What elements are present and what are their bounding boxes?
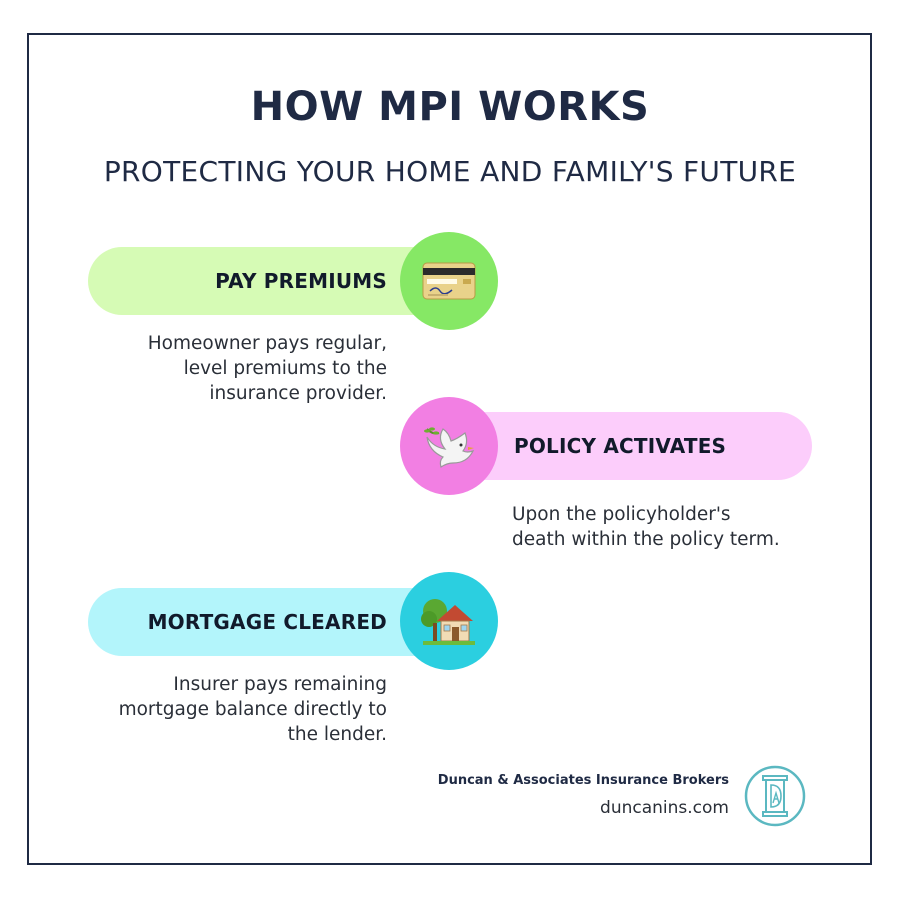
description-line: death within the policy term. — [512, 529, 780, 550]
description-line: Upon the policyholder's — [512, 504, 731, 525]
step-policy-activates-pill: POLICY ACTIVATES — [450, 412, 812, 480]
dove-icon — [424, 427, 475, 468]
page-subtitle: PROTECTING YOUR HOME AND FAMILY'S FUTURE — [103, 155, 797, 188]
step-pay-premiums-label: PAY PREMIUMS — [215, 269, 387, 293]
step-mortgage-cleared-pill: MORTGAGE CLEARED — [88, 588, 450, 656]
step-pay-premiums-description: Homeowner pays regular, level premiums t… — [148, 331, 387, 406]
step-pay-premiums-pill: PAY PREMIUMS — [88, 247, 450, 315]
description-line: Insurer pays remaining — [173, 674, 387, 695]
page-title: HOW MPI WORKS — [250, 84, 650, 130]
description-line: level premiums to the — [183, 358, 387, 379]
step-policy-activates-label: POLICY ACTIVATES — [514, 434, 727, 458]
step-mortgage-cleared-label: MORTGAGE CLEARED — [147, 610, 387, 634]
description-line: mortgage balance directly to — [118, 699, 387, 720]
step-policy-activates-description: Upon the policyholder's death within the… — [512, 502, 780, 552]
brand-name: Duncan & Associates Insurance Brokers — [437, 773, 729, 788]
description-line: the lender. — [287, 724, 387, 745]
step-mortgage-cleared-description: Insurer pays remaining mortgage balance … — [119, 672, 387, 747]
description-line: Homeowner pays regular, — [147, 333, 387, 354]
step-mortgage-cleared-circle — [400, 572, 498, 670]
step-policy-activates-circle — [400, 397, 498, 495]
credit-card-icon — [422, 262, 476, 300]
house-icon — [421, 599, 475, 645]
border-frame — [27, 33, 872, 865]
description-line: insurance provider. — [209, 383, 387, 404]
step-pay-premiums-circle — [400, 232, 498, 330]
duncan-associates-logo — [744, 765, 806, 827]
website-link[interactable]: duncanins.com — [600, 798, 729, 818]
